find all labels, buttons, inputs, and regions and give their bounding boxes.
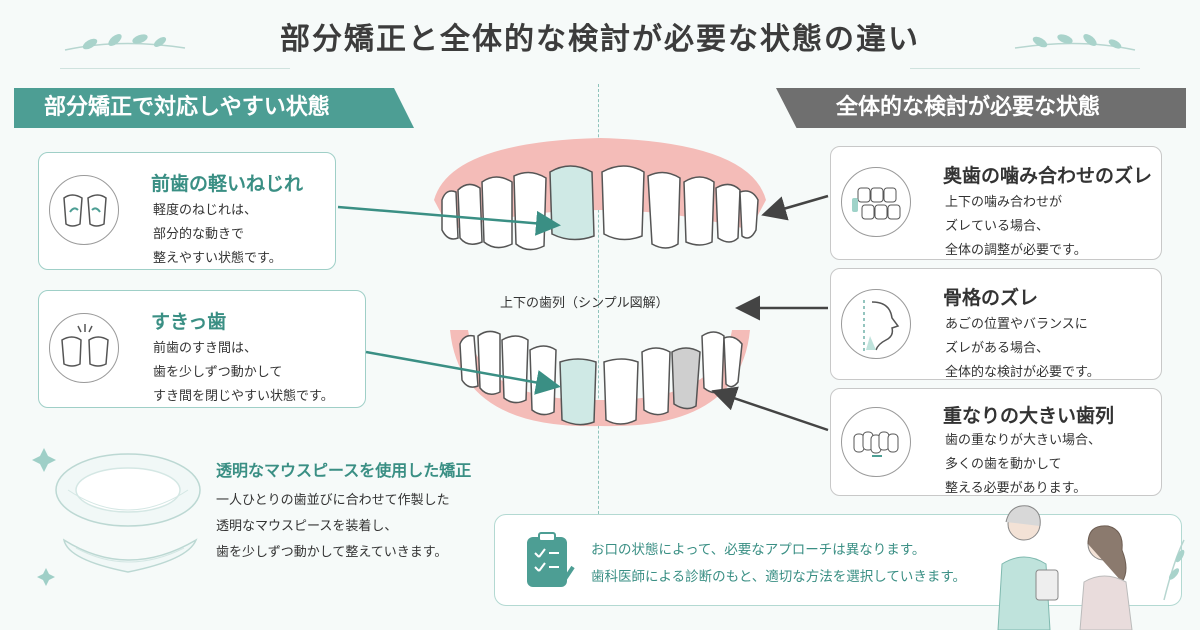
- card-molar-bite-misalignment: 奥歯の噛み合わせのズレ 上下の噛み合わせが ズレている場合、 全体の調整が必要で…: [830, 146, 1162, 260]
- aligner-title: 透明なマウスピースを使用した矯正: [216, 461, 472, 480]
- title-divider-left: [60, 68, 290, 69]
- title-divider-right: [910, 68, 1140, 69]
- card-description: 前歯のすき間は、 歯を少しずつ動かして すき間を閉じやすい状態です。: [153, 341, 334, 404]
- center-divider: [598, 84, 599, 524]
- card-title: 前歯の軽いねじれ: [151, 173, 304, 195]
- gap-teeth-icon: [49, 313, 119, 383]
- dentist-patient-illustration: [997, 505, 1185, 630]
- leaf-decoration-right-icon: [1014, 34, 1136, 51]
- card-title: 奥歯の噛み合わせのズレ: [943, 165, 1153, 187]
- clear-aligner-icon: [32, 448, 201, 586]
- left-section-header: 部分矯正で対応しやすい状態: [14, 88, 414, 128]
- card-front-tooth-rotation: 前歯の軽いねじれ 軽度のねじれは、 部分的な動きで 整えやすい状態です。: [38, 152, 336, 270]
- consultation-note: お口の状態によって、必要なアプローチは異なります。 歯科医師による診断のもと、適…: [494, 514, 1182, 606]
- leaf-decoration-left-icon: [64, 34, 186, 51]
- molar-bite-icon: [841, 167, 911, 237]
- upper-highlight-tooth: [549, 165, 595, 241]
- right-section-header: 全体的な検討が必要な状態: [776, 88, 1186, 128]
- center-diagram-label: 上下の歯列（シンプル図解）: [500, 296, 669, 311]
- crowded-teeth-icon: [841, 407, 911, 477]
- aligner-description: 一人ひとりの歯並びに合わせて作製した 透明なマウスピースを装着し、 歯を少しずつ…: [216, 493, 450, 560]
- card-gap-teeth: すきっ歯 前歯のすき間は、 歯を少しずつ動かして すき間を閉じやすい状態です。: [38, 290, 366, 408]
- card-title: 骨格のズレ: [943, 287, 1039, 309]
- note-text: お口の状態によって、必要なアプローチは異なります。 歯科医師による診断のもと、適…: [591, 542, 967, 585]
- clipboard-checklist-icon: [527, 532, 575, 587]
- card-description: あごの位置やバランスに ズレがある場合、 全体的な検討が必要です。: [945, 317, 1100, 380]
- page-title: 部分矯正と全体的な検討が必要な状態の違い: [280, 22, 920, 57]
- rotated-teeth-icon: [49, 175, 119, 245]
- card-crowded-teeth: 重なりの大きい歯列 歯の重なりが大きい場合、 多くの歯を動かして 整える必要があ…: [830, 388, 1162, 496]
- card-description: 歯の重なりが大きい場合、 多くの歯を動かして 整える必要があります。: [945, 433, 1102, 496]
- jaw-profile-icon: [841, 289, 911, 359]
- lower-highlight-tooth: [559, 358, 597, 426]
- card-title: 重なりの大きい歯列: [943, 405, 1115, 427]
- card-description: 上下の噛み合わせが ズレている場合、 全体の調整が必要です。: [945, 195, 1087, 258]
- card-title: すきっ歯: [151, 311, 227, 333]
- lower-gray-tooth: [671, 347, 701, 410]
- card-skeletal-misalignment: 骨格のズレ あごの位置やバランスに ズレがある場合、 全体的な検討が必要です。: [830, 268, 1162, 380]
- dental-arch-diagram: [434, 138, 766, 427]
- card-description: 軽度のねじれは、 部分的な動きで 整えやすい状態です。: [153, 203, 282, 266]
